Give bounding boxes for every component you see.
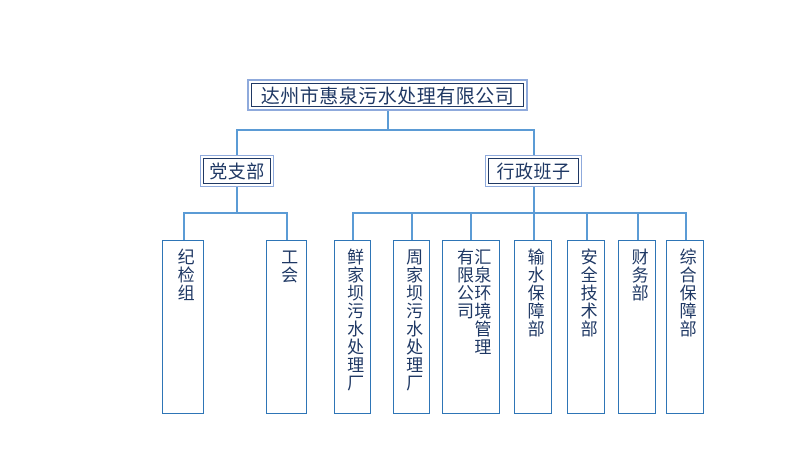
text-column: 工会	[277, 248, 298, 284]
node-discipline-inspection-group[interactable]: 纪检组	[162, 240, 204, 414]
node-water-transfer-support-dept-label: 输水保障部	[515, 248, 551, 338]
connector-admin-team-bus	[352, 212, 686, 214]
connector-drop-admin-team	[533, 129, 535, 156]
connector-party-branch-stem	[236, 186, 238, 213]
node-labor-union[interactable]: 工会	[266, 240, 307, 414]
node-labor-union-label: 工会	[267, 248, 306, 284]
node-general-support-dept-label: 综合保障部	[667, 248, 703, 338]
connector-drop-party-branch	[236, 129, 238, 156]
connector-root-stem	[387, 110, 389, 130]
text-column: 安全技术部	[576, 248, 597, 338]
text-column: 汇泉环境管理	[470, 248, 491, 356]
node-root[interactable]: 达州市惠泉污水处理有限公司	[247, 79, 528, 111]
connector-drop-leaf-2	[352, 212, 354, 240]
connector-admin-team-stem	[533, 186, 535, 213]
text-column: 输水保障部	[523, 248, 544, 338]
connector-drop-leaf-8	[685, 212, 687, 240]
node-general-support-dept[interactable]: 综合保障部	[666, 240, 704, 414]
node-zhoujiaba-wastewater-plant-label: 周家坝污水处理厂	[394, 248, 429, 392]
connector-party-branch-bus	[183, 212, 287, 214]
text-column: 有限公司	[453, 248, 473, 320]
node-water-transfer-support-dept[interactable]: 输水保障部	[514, 240, 552, 414]
connector-drop-leaf-7	[637, 212, 639, 240]
text-column: 鲜家坝污水处理厂	[343, 248, 364, 392]
connector-drop-leaf-5	[533, 212, 535, 240]
node-safety-technology-dept-label: 安全技术部	[568, 248, 604, 338]
node-xianjiaba-wastewater-plant-label: 鲜家坝污水处理厂	[335, 248, 370, 392]
node-safety-technology-dept[interactable]: 安全技术部	[567, 240, 605, 414]
text-column: 综合保障部	[675, 248, 696, 338]
text-column: 周家坝污水处理厂	[402, 248, 423, 392]
node-finance-dept-label: 财务部	[619, 248, 655, 302]
connector-drop-leaf-6	[586, 212, 588, 240]
text-column: 纪检组	[173, 248, 194, 302]
node-huiquan-environmental-management-co-label: 汇泉环境管理 有限公司	[443, 248, 499, 356]
connector-drop-leaf-4	[470, 212, 472, 240]
node-discipline-inspection-group-label: 纪检组	[163, 248, 203, 302]
connector-drop-leaf-0	[183, 212, 185, 240]
connector-drop-leaf-1	[286, 212, 288, 240]
connector-drop-leaf-3	[411, 212, 413, 240]
node-finance-dept[interactable]: 财务部	[618, 240, 656, 414]
node-admin-team-label: 行政班子	[496, 162, 571, 183]
connector-level2-bus	[236, 129, 534, 131]
node-party-branch-label: 党支部	[209, 162, 265, 183]
node-admin-team[interactable]: 行政班子	[485, 155, 582, 187]
text-column: 财务部	[627, 248, 648, 302]
node-zhoujiaba-wastewater-plant[interactable]: 周家坝污水处理厂	[393, 240, 430, 414]
node-huiquan-environmental-management-co[interactable]: 汇泉环境管理 有限公司	[442, 240, 500, 414]
node-party-branch[interactable]: 党支部	[200, 155, 274, 187]
node-xianjiaba-wastewater-plant[interactable]: 鲜家坝污水处理厂	[334, 240, 371, 414]
node-root-label: 达州市惠泉污水处理有限公司	[260, 85, 515, 108]
